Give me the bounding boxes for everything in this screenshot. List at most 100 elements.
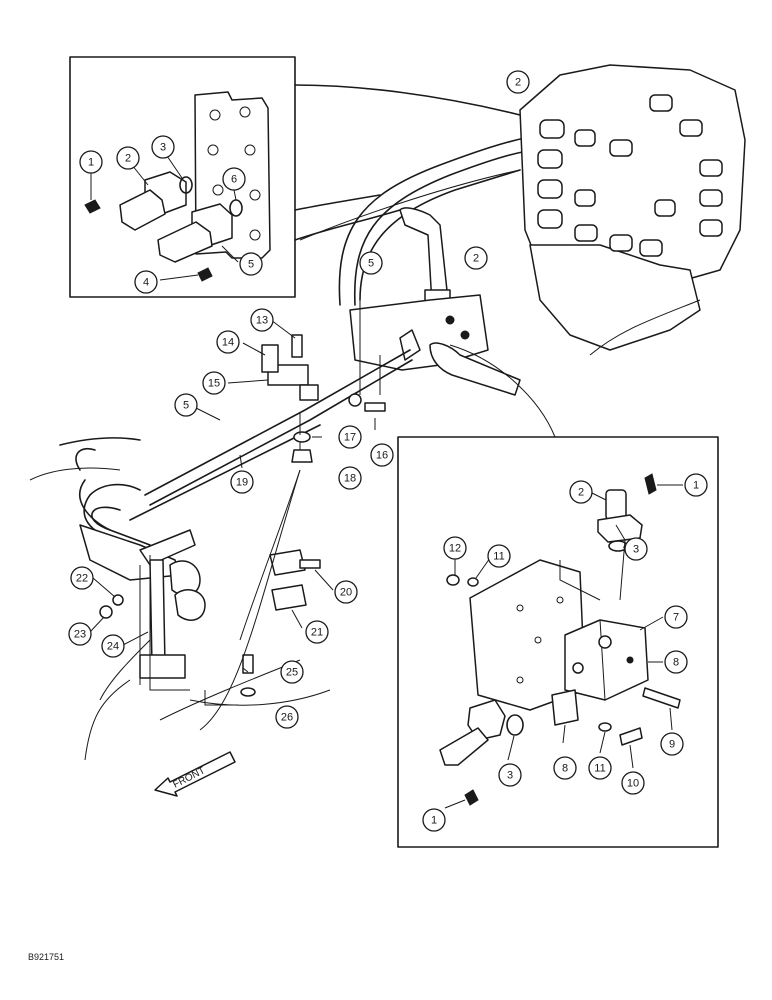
hose-lines [294,84,546,306]
callout-circle [68,622,92,646]
callout-number: 11 [594,763,605,775]
callout-number: 21 [311,627,323,639]
main-control-valve [299,64,746,356]
callout-circle [275,705,299,729]
callout-number: 1 [88,157,94,169]
callout-22: 22 [70,566,94,590]
callout-26: 26 [275,705,299,729]
callout-circle [684,473,708,497]
callout-number: 12 [449,543,461,555]
callout-number: 8 [562,763,568,775]
callout-7: 7 [664,605,688,629]
callout-4: 4 [134,270,158,294]
callout-1: 1 [79,150,103,174]
callout-circle [230,470,254,494]
callout-number: 5 [368,258,374,270]
callout-number: 4 [143,277,149,289]
callout-number: 3 [160,142,166,154]
callout-number: 14 [222,337,234,349]
callout-number: 15 [208,378,220,390]
callout-number: 7 [673,612,679,624]
callout-5: 5 [239,252,263,276]
callout-circle [506,70,530,94]
callout-circle [443,536,467,560]
callout-12: 12 [443,536,467,560]
callout-number: 1 [431,815,437,827]
callout-circle [79,150,103,174]
callout-3: 3 [151,135,175,159]
callout-circle [222,167,246,191]
callout-circle [569,480,593,504]
callout-5: 5 [359,251,383,275]
callout-circle [553,756,577,780]
callout-17: 17 [338,425,362,449]
callout-number: 6 [231,174,237,186]
figure-id: B921751 [28,952,64,962]
callout-number: 11 [493,551,504,563]
callout-circle [305,620,329,644]
callout-18: 18 [338,466,362,490]
callout-16: 16 [370,443,394,467]
callout-19: 19 [230,470,254,494]
callout-number: 2 [578,487,584,499]
callout-25: 25 [280,660,304,684]
callout-circle [151,135,175,159]
callout-circle [250,308,274,332]
callout-14: 14 [216,330,240,354]
callout-1: 1 [684,473,708,497]
callout-1: 1 [422,808,446,832]
callout-number: 9 [669,739,675,751]
callout-circle [202,371,226,395]
callout-circle [239,252,263,276]
callout-circle [174,393,198,417]
callout-number: 3 [507,770,513,782]
callout-number: 10 [627,778,639,790]
callout-circle [334,580,358,604]
callout-circle [422,808,446,832]
callout-number: 20 [340,587,352,599]
callout-circle [216,330,240,354]
callout-2: 2 [464,246,488,270]
callout-15: 15 [202,371,226,395]
elbow-and-block [349,207,521,396]
callout-number: 2 [125,153,131,165]
callout-number: 5 [183,400,189,412]
callout-2: 2 [506,70,530,94]
callout-circle [588,756,612,780]
callout-number: 19 [236,477,248,489]
callout-3: 3 [624,537,648,561]
callout-number: 2 [473,253,479,265]
callout-10: 10 [621,771,645,795]
callout-number: 24 [107,641,119,653]
callout-circle [370,443,394,467]
callout-13: 13 [250,308,274,332]
tube-assembly [59,319,413,546]
callout-number: 3 [633,544,639,556]
callout-number: 13 [256,315,268,327]
callout-number: 1 [693,480,699,492]
callout-24: 24 [101,634,125,658]
callout-circle [621,771,645,795]
callout-circle [338,466,362,490]
callout-20: 20 [334,580,358,604]
callout-2: 2 [569,480,593,504]
callout-11: 11 [487,544,511,568]
callout-circle [359,251,383,275]
callout-circle [498,763,522,787]
callout-number: 16 [376,450,388,462]
callout-23: 23 [68,622,92,646]
callout-8: 8 [553,756,577,780]
callout-number: 25 [286,667,298,679]
lower-bracket-group [29,467,334,761]
callout-circle [116,146,140,170]
callout-6: 6 [222,167,246,191]
callout-3: 3 [498,763,522,787]
callout-circle [101,634,125,658]
callout-2: 2 [116,146,140,170]
detail-inset-bottom-right [397,344,719,848]
callout-circle [624,537,648,561]
callout-circle [664,650,688,674]
callout-circle [660,732,684,756]
